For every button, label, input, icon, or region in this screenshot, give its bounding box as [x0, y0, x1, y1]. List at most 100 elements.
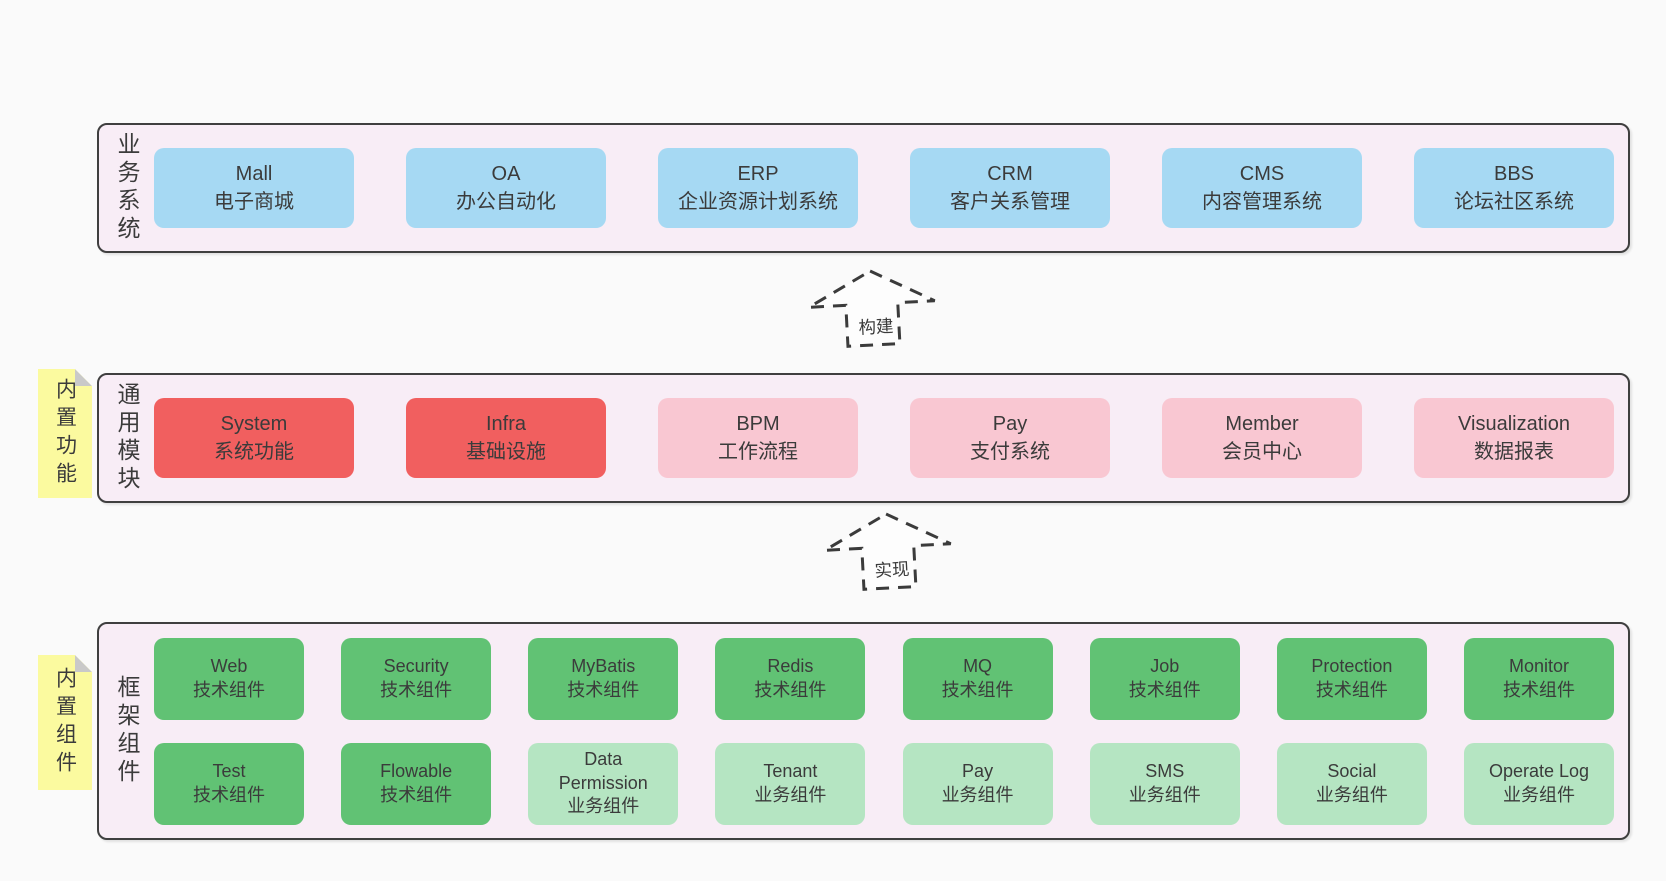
- box-title: BBS: [1493, 162, 1535, 185]
- common-modules-row: System 系统功能 Infra 基础设施 BPM 工作流程 Pay 支付系统…: [154, 398, 1628, 478]
- box-title: Social: [1327, 761, 1377, 782]
- box-oa: OA 办公自动化: [406, 148, 606, 228]
- box-mq: MQ 技术组件: [902, 637, 1053, 720]
- box-subtitle: 技术组件: [1128, 679, 1201, 700]
- box-subtitle: 业务组件: [941, 784, 1014, 805]
- box-cms: CMS 内容管理系统: [1162, 148, 1362, 228]
- box-title: Infra: [485, 412, 527, 435]
- box-visualization: Visualization 数据报表: [1414, 398, 1614, 478]
- box-tenant: Tenant 业务组件: [715, 742, 866, 825]
- box-subtitle: 基础设施: [466, 441, 546, 463]
- section-label-column: 通用模块: [99, 375, 154, 501]
- box-title: Member: [1225, 412, 1299, 435]
- box-subtitle: 企业资源计划系统: [678, 191, 838, 213]
- box-subtitle: 技术组件: [1315, 679, 1388, 700]
- folded-corner-icon: [75, 369, 92, 386]
- box-erp: ERP 企业资源计划系统: [658, 148, 858, 228]
- section-business-systems: 业务系统 Mall 电子商城 OA 办公自动化 ERP 企业资源计划系统 CRM…: [97, 123, 1630, 253]
- box-bbs: BBS 论坛社区系统: [1414, 148, 1614, 228]
- box-title: Redis: [767, 656, 814, 677]
- box-crm: CRM 客户关系管理: [910, 148, 1110, 228]
- box-subtitle: 论坛社区系统: [1454, 191, 1574, 213]
- box-web: Web 技术组件: [154, 637, 304, 720]
- box-pay: Pay 支付系统: [910, 398, 1110, 478]
- box-subtitle: 技术组件: [941, 679, 1014, 700]
- box-subtitle: 业务组件: [1502, 784, 1575, 805]
- box-subtitle: 技术组件: [754, 679, 827, 700]
- framework-components-rows: Web 技术组件 Security 技术组件 MyBatis 技术组件 Redi…: [154, 637, 1628, 825]
- box-subtitle: 技术组件: [380, 784, 453, 805]
- box-member: Member 会员中心: [1162, 398, 1362, 478]
- box-subtitle: 技术组件: [193, 784, 265, 805]
- box-subtitle: 内容管理系统: [1202, 191, 1322, 213]
- sticky-note-builtin-components: 内置组件: [38, 655, 92, 790]
- section-common-modules: 通用模块 System 系统功能 Infra 基础设施 BPM 工作流程 Pay…: [97, 373, 1630, 503]
- box-data-permission: Data Permission 业务组件: [528, 742, 679, 825]
- box-subtitle: 办公自动化: [456, 191, 556, 213]
- box-job: Job 技术组件: [1089, 637, 1240, 720]
- box-title: Flowable: [380, 761, 453, 782]
- box-title: MQ: [963, 656, 993, 677]
- box-title: Pay: [962, 761, 994, 782]
- section-label-framework-components: 框架组件: [114, 675, 140, 787]
- box-subtitle: 数据报表: [1474, 441, 1554, 463]
- box-test: Test 技术组件: [154, 742, 304, 825]
- box-title: Mall: [235, 162, 273, 185]
- box-title: CRM: [987, 162, 1033, 185]
- box-redis: Redis 技术组件: [715, 637, 866, 720]
- box-title: Data Permission: [558, 749, 648, 793]
- arrow-build: 构建: [804, 265, 940, 352]
- box-mall: Mall 电子商城: [154, 148, 354, 228]
- box-title: Pay: [992, 412, 1028, 435]
- arrow-up-icon: [824, 512, 952, 591]
- sticky-note-label: 内置功能: [53, 377, 77, 490]
- box-title: OA: [491, 162, 521, 185]
- box-monitor: Monitor 技术组件: [1463, 637, 1614, 720]
- box-title: Web: [210, 656, 248, 677]
- box-title: Test: [212, 761, 246, 782]
- box-title: Visualization: [1458, 412, 1570, 435]
- box-subtitle: 电子商城: [214, 191, 294, 213]
- box-title: CMS: [1239, 162, 1285, 185]
- box-subtitle: 系统功能: [214, 441, 294, 463]
- section-label-column: 框架组件: [99, 624, 154, 838]
- section-framework-components: 框架组件 Web 技术组件 Security 技术组件 MyBatis 技术组件…: [97, 622, 1630, 840]
- box-subtitle: 技术组件: [193, 679, 265, 700]
- box-title: Security: [383, 656, 449, 677]
- box-title: System: [220, 412, 288, 435]
- box-subtitle: 会员中心: [1222, 441, 1302, 463]
- sticky-note-label: 内置组件: [53, 666, 77, 779]
- box-title: BPM: [736, 412, 780, 435]
- arrow-implement: 实现: [820, 508, 956, 595]
- box-subtitle: 客户关系管理: [950, 191, 1070, 213]
- box-title: Operate Log: [1488, 761, 1590, 782]
- box-sms: SMS 业务组件: [1089, 742, 1240, 825]
- box-subtitle: 技术组件: [1502, 679, 1575, 700]
- box-mybatis: MyBatis 技术组件: [528, 637, 679, 720]
- box-social: Social 业务组件: [1276, 742, 1427, 825]
- box-subtitle: 技术组件: [567, 679, 640, 700]
- box-subtitle: 技术组件: [380, 679, 453, 700]
- box-subtitle: 业务组件: [754, 784, 827, 805]
- folded-corner-icon: [75, 655, 92, 672]
- sticky-note-builtin-features: 内置功能: [38, 369, 92, 498]
- arrow-up-icon: [808, 269, 936, 348]
- box-title: Tenant: [763, 761, 818, 782]
- section-label-business-systems: 业务系统: [114, 132, 140, 244]
- box-title: ERP: [737, 162, 779, 185]
- box-operate-log: Operate Log 业务组件: [1463, 742, 1614, 825]
- box-system: System 系统功能: [154, 398, 354, 478]
- box-title: Job: [1150, 656, 1180, 677]
- section-label-common-modules: 通用模块: [114, 382, 140, 494]
- box-title: Protection: [1311, 656, 1393, 677]
- box-pay-business: Pay 业务组件: [902, 742, 1053, 825]
- business-systems-row: Mall 电子商城 OA 办公自动化 ERP 企业资源计划系统 CRM 客户关系…: [154, 148, 1628, 228]
- framework-components-row-2: Test 技术组件 Flowable 技术组件 Data Permission …: [154, 742, 1614, 825]
- box-security: Security 技术组件: [341, 637, 492, 720]
- box-title: Monitor: [1508, 656, 1569, 677]
- box-protection: Protection 技术组件: [1276, 637, 1427, 720]
- box-title: MyBatis: [571, 656, 636, 677]
- box-subtitle: 业务组件: [1315, 784, 1388, 805]
- box-bpm: BPM 工作流程: [658, 398, 858, 478]
- box-subtitle: 业务组件: [567, 796, 640, 817]
